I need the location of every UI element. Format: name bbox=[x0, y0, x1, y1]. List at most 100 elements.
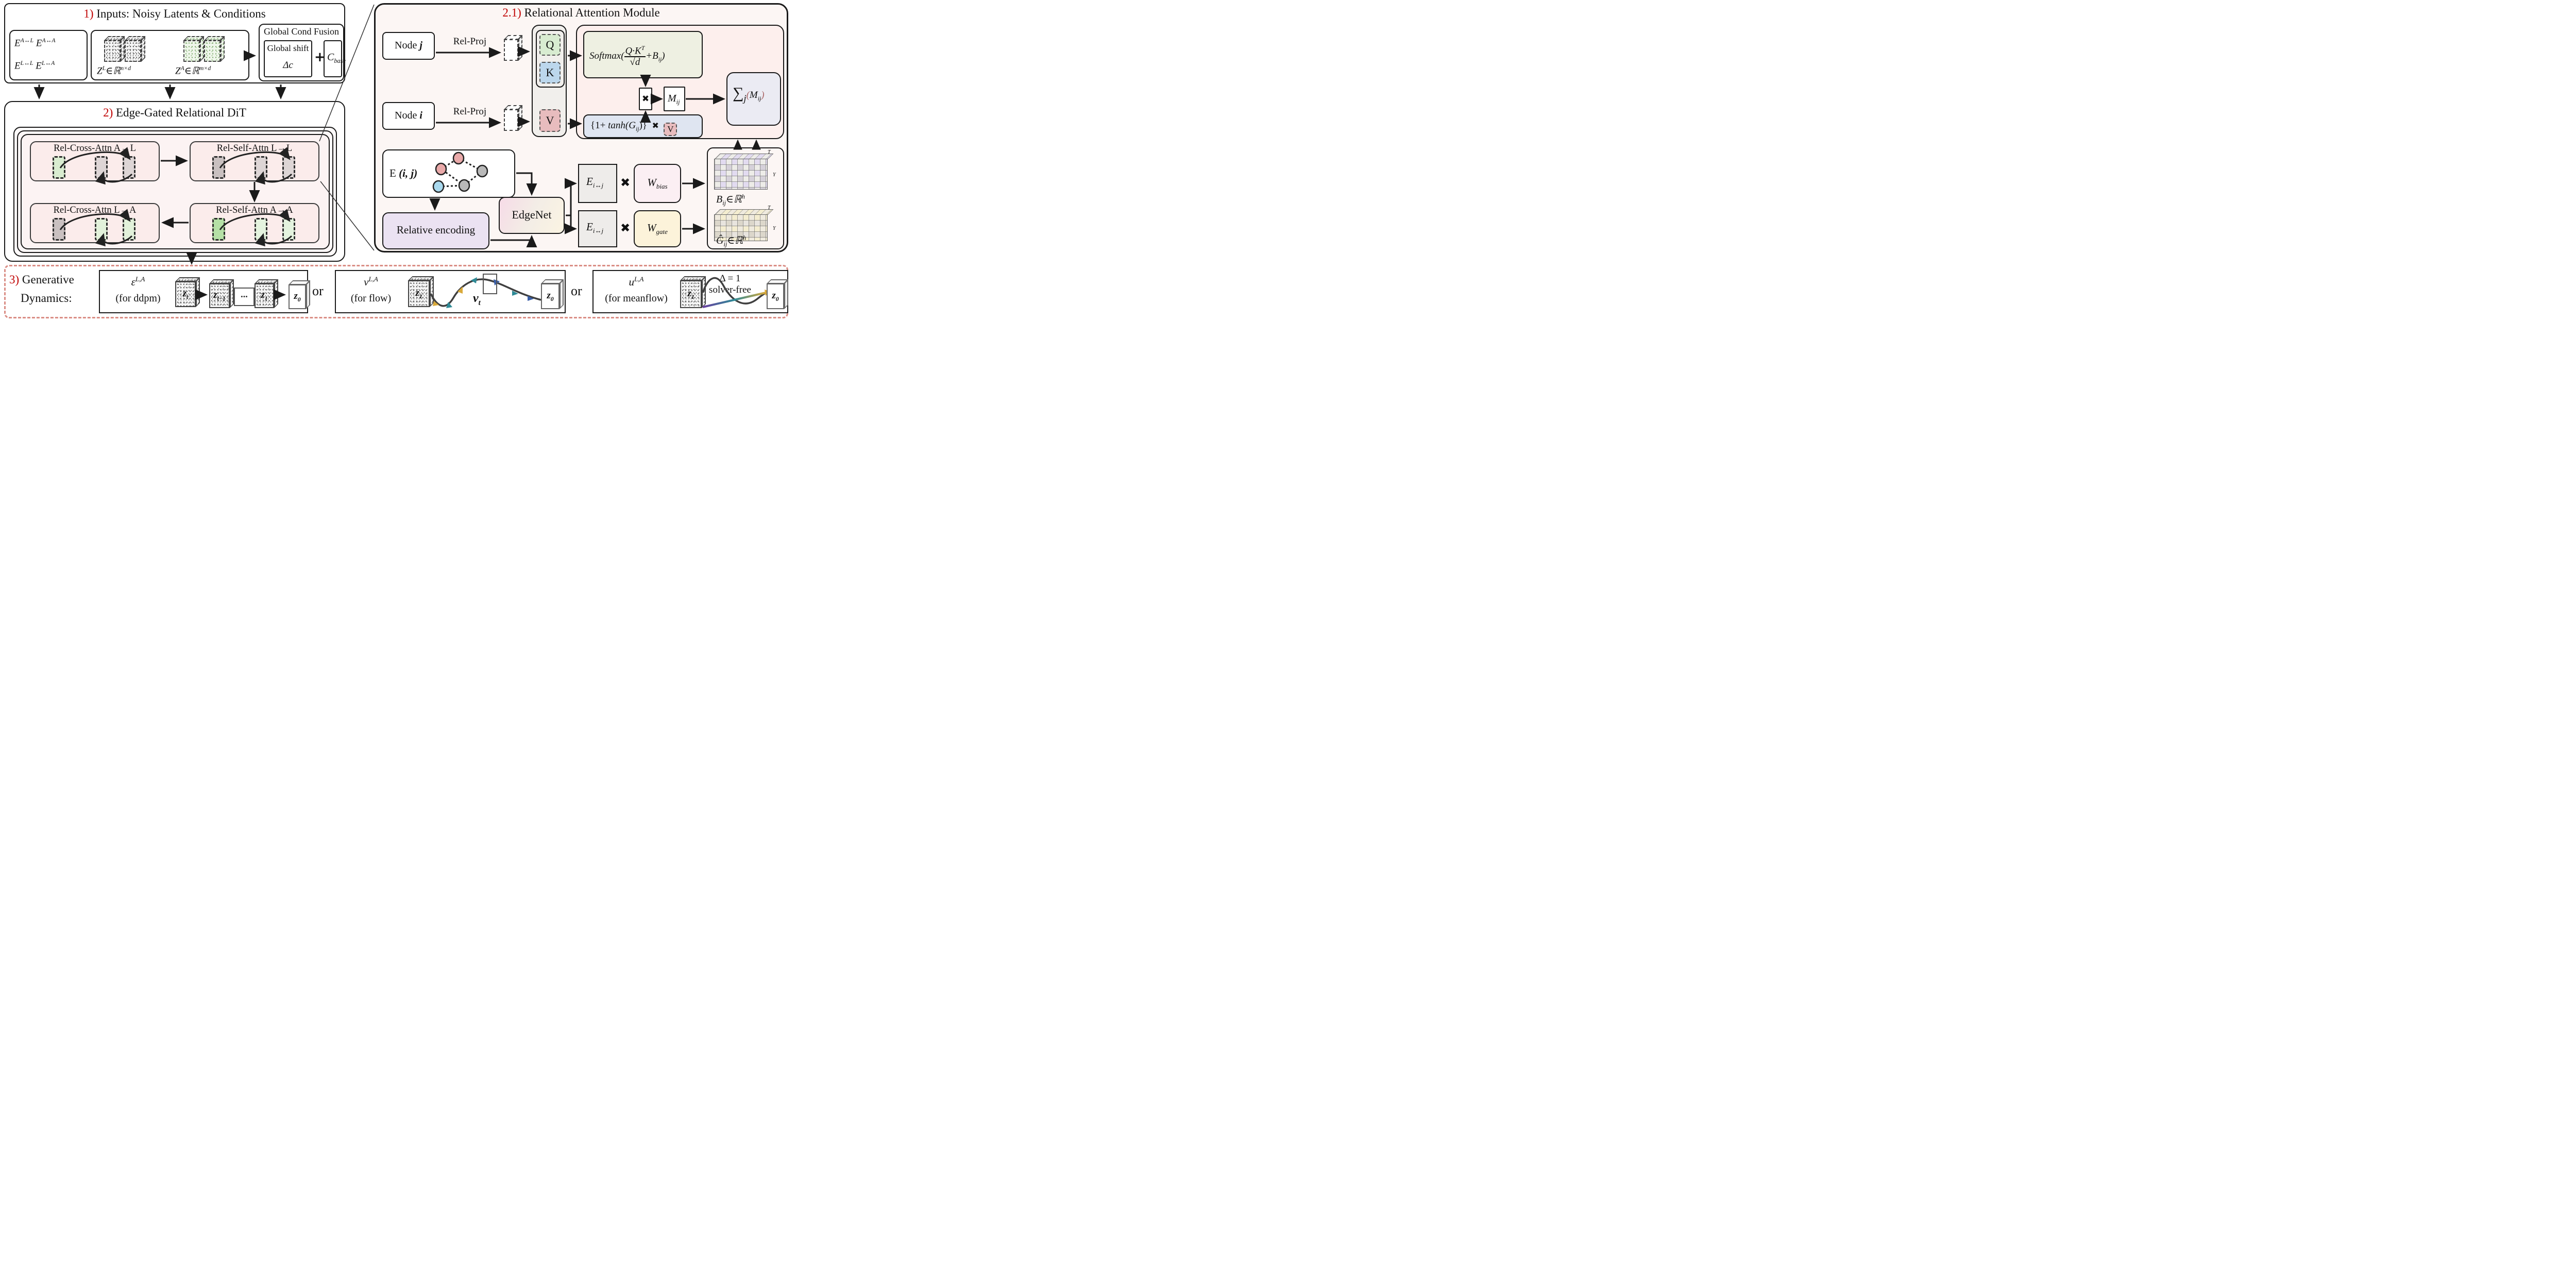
rel-cross-attn-AL-block: Rel-Cross-Attn A→L bbox=[30, 141, 160, 185]
gate-box: {1+ tanh(Gij)} ✖ V bbox=[583, 114, 703, 138]
relative-encoding-box: Relative encoding bbox=[382, 212, 489, 249]
vt-label: vt bbox=[473, 292, 481, 307]
global-shift-box: Global shift Δc bbox=[264, 40, 312, 77]
flow-option-box: vL,A (for flow) z1 vt z0 bbox=[335, 270, 566, 313]
rel-cross-attn-LA-block: Rel-Cross-Attn L→A bbox=[30, 203, 160, 247]
axis-y-label: Y bbox=[773, 172, 776, 178]
token-chip bbox=[212, 218, 225, 241]
rel-cross-attn-LA-label: Rel-Cross-Attn L→A bbox=[53, 205, 137, 215]
multiply-box: ✖ bbox=[639, 88, 652, 110]
rel-self-attn-AA-block: Rel-Self-Attn A→A bbox=[190, 203, 319, 247]
panel-inputs-number: 1) bbox=[83, 7, 97, 20]
edge-pair-box: E (i, j) bbox=[382, 149, 515, 198]
eij-label: Ei↔j bbox=[586, 221, 604, 235]
sum-box: ∑j(Mij) bbox=[726, 72, 781, 126]
meanflow-option-box: uL,A (for meanflow) Δ = 1 solver-free z1… bbox=[592, 270, 789, 313]
eij-bias-box: Ei↔j bbox=[578, 164, 617, 203]
noisy-latents-box: ZL∈ℝn×d ZA∈ℝm×d bbox=[91, 30, 249, 80]
gate-tensor-cube bbox=[714, 209, 774, 241]
node-j-label: Node j bbox=[395, 40, 422, 51]
w-gate-label: Wgate bbox=[647, 222, 668, 236]
edge-embedding-AL-AA: EA↔L EA↔A bbox=[14, 37, 56, 49]
multiply-icon: ✖ bbox=[641, 94, 650, 104]
projected-cube-i bbox=[503, 105, 523, 131]
value-chip: V bbox=[539, 109, 561, 132]
softmax-formula: Softmax(Q·KT√d+Bij) bbox=[589, 45, 665, 68]
rel-cross-attn-AL-label: Rel-Cross-Attn A→L bbox=[54, 143, 136, 154]
edge-pair-label: E (i, j) bbox=[389, 167, 418, 179]
flow-trajectory-icon bbox=[430, 274, 541, 308]
z0-cube: z0 bbox=[766, 279, 789, 309]
c-base-label: Cbase bbox=[327, 52, 346, 64]
panel-inputs: 1) Inputs: Noisy Latents & Conditions EA… bbox=[4, 3, 346, 83]
or-label: or bbox=[312, 283, 324, 298]
panel-dit-title: 2) Edge-Gated Relational DiT bbox=[103, 106, 246, 119]
flow-for-label: (for flow) bbox=[350, 293, 392, 304]
axis-y-label: Y bbox=[773, 226, 776, 231]
panel-attention-title: 2.1) Relational Attention Module bbox=[502, 6, 660, 19]
noisy-latent-cube-L bbox=[104, 36, 125, 62]
axis-t-label: T bbox=[768, 205, 771, 211]
generative-dynamics-number: 3) bbox=[9, 273, 22, 286]
generative-dynamics-title-2: Dynamics: bbox=[21, 292, 72, 305]
ddpm-eps-label: εL,A bbox=[131, 275, 145, 288]
bij-label: Bij∈ℝh bbox=[716, 193, 745, 207]
relative-encoding-label: Relative encoding bbox=[396, 224, 476, 236]
gij-label: Ĝij∈ℝh bbox=[716, 234, 747, 248]
z1-cube: z1 bbox=[408, 276, 434, 307]
multiply-icon: ✖ bbox=[620, 176, 631, 190]
token-chip bbox=[53, 218, 65, 241]
edgenet-label: EdgeNet bbox=[512, 208, 552, 221]
generative-dynamics-title-1: 3) Generative bbox=[9, 273, 74, 286]
edgenet-box: EdgeNet bbox=[499, 197, 565, 234]
rel-proj-label: Rel-Proj bbox=[453, 36, 487, 47]
rel-proj-label: Rel-Proj bbox=[453, 106, 487, 117]
noisy-latent-cube-A bbox=[183, 36, 205, 62]
edge-embeddings-box: EA↔L EA↔A EL↔L EL↔A bbox=[9, 30, 88, 80]
latent-A-label: ZA∈ℝm×d bbox=[175, 65, 211, 77]
mij-box: Mij bbox=[664, 87, 685, 111]
attention-arc-icon bbox=[59, 147, 133, 185]
softmax-box: Softmax(Q·KT√d+Bij) bbox=[583, 31, 703, 78]
value-chip: V bbox=[664, 123, 677, 136]
bias-tensor-cube bbox=[714, 154, 774, 190]
gate-formula: {1+ tanh(Gij)} ✖ V bbox=[590, 120, 677, 136]
sum-formula: ∑j(Mij) bbox=[733, 85, 765, 104]
axis-t-label: T bbox=[768, 149, 771, 155]
z0-cube: z0 bbox=[288, 280, 311, 309]
panel-attention-number: 2.1) bbox=[502, 6, 524, 19]
flow-v-label: vL,A bbox=[364, 275, 378, 288]
edge-embedding-LL-LA: EL↔L EL↔A bbox=[14, 60, 55, 72]
solver-free-label: solver-free bbox=[709, 284, 751, 295]
attention-arc-icon bbox=[219, 209, 293, 247]
global-cond-fusion-title: Global Cond Fusion bbox=[263, 26, 339, 37]
query-chip: Q bbox=[539, 34, 561, 56]
or-label: or bbox=[571, 283, 582, 298]
node-i-label: Node i bbox=[395, 110, 422, 121]
meanflow-for-label: (for meanflow) bbox=[605, 293, 668, 304]
latent-L-label: ZL∈ℝn×d bbox=[97, 65, 131, 77]
z1-cube: z1 bbox=[254, 279, 279, 308]
meanflow-u-label: uL,A bbox=[629, 275, 644, 288]
eij-gate-box: Ei↔j bbox=[578, 210, 617, 247]
c-base-box: Cbase bbox=[324, 40, 346, 77]
z0-cube: z0 bbox=[540, 279, 564, 309]
token-chip bbox=[53, 156, 65, 179]
z1-cube: z1 bbox=[680, 276, 706, 308]
graph-icon bbox=[432, 151, 488, 193]
zt-cube: zt bbox=[175, 277, 200, 307]
node-j-box: Node j bbox=[382, 32, 435, 60]
qk-subcontainer bbox=[536, 30, 565, 88]
attention-arc-icon bbox=[219, 147, 293, 185]
ztm1-cube: zt−1 bbox=[209, 279, 234, 308]
noisy-latent-cube-A bbox=[204, 36, 225, 62]
panel-dit-number: 2) bbox=[103, 106, 116, 119]
w-bias-box: Wbias bbox=[634, 164, 681, 203]
ellipsis-icon: ••• bbox=[241, 293, 248, 300]
ddpm-option-box: εL,A (for ddpm) zt zt−1 ••• z1 z0 bbox=[99, 270, 311, 313]
eij-label: Ei↔j bbox=[586, 175, 604, 190]
key-chip: K bbox=[539, 62, 561, 83]
w-bias-label: Wbias bbox=[647, 176, 668, 191]
global-cond-fusion-box: Global Cond Fusion Global shift Δc + Cba… bbox=[259, 24, 346, 81]
multiply-icon: ✖ bbox=[620, 222, 631, 235]
